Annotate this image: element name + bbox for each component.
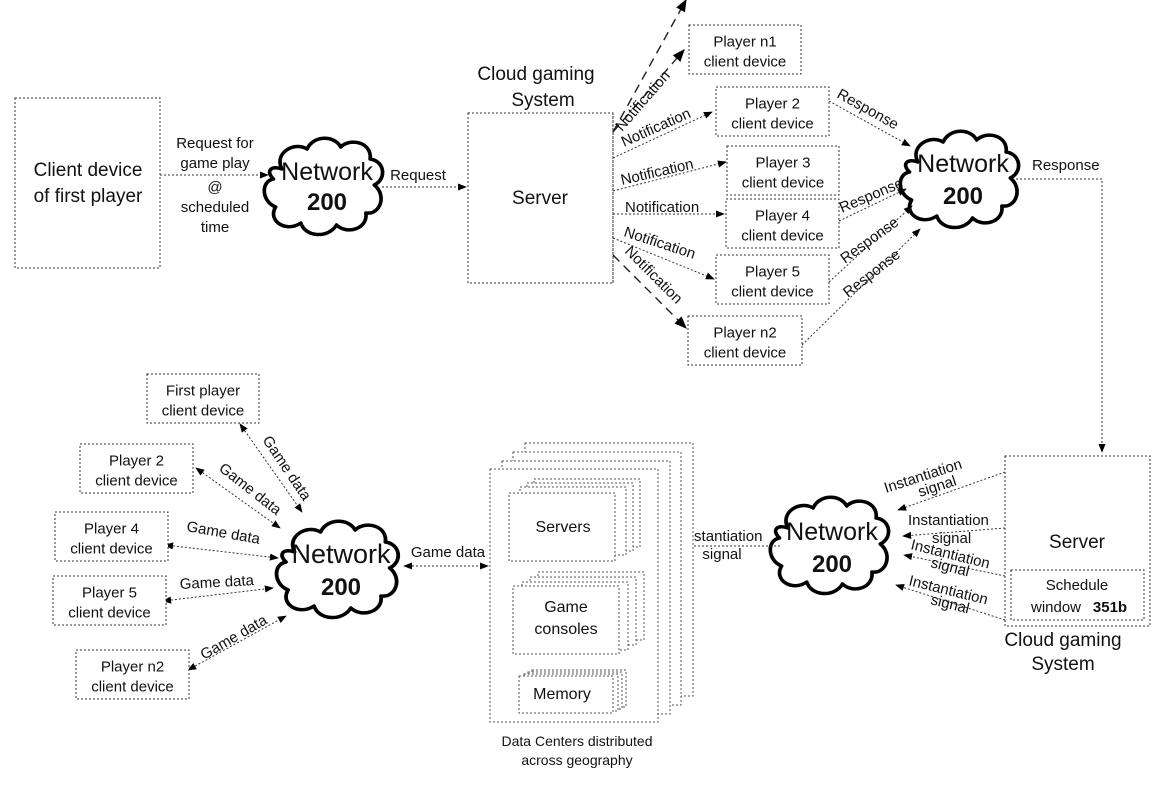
notification-label-p4: Notification <box>625 199 699 216</box>
first-client-line1: Client device <box>34 160 143 181</box>
memory-label: Memory <box>533 686 591 703</box>
network4-label: Network <box>291 539 391 569</box>
bottom-player-box-3: Player 5 client device <box>53 576 166 625</box>
network-label: Network <box>281 158 373 186</box>
bottom-player-box-2: Player 4 client device <box>55 512 168 561</box>
player-sub: client device <box>741 228 824 245</box>
data-center-caption-1: Data Centers distributed <box>502 733 653 749</box>
cloud-icon <box>900 131 1018 227</box>
request-label-3: @ <box>207 179 222 196</box>
game-data-label-p5: Game data <box>179 572 255 593</box>
cloud-gaming-bottom-title-1: Cloud gaming <box>1004 630 1121 651</box>
network-cloud-bottom-left <box>277 521 399 617</box>
game-data-label-p4: Game data <box>185 518 262 548</box>
data-center-caption-2: across geography <box>521 752 632 768</box>
player-sub: client device <box>95 473 178 490</box>
cloud-gaming-bottom-title-2: System <box>1031 654 1094 675</box>
bottom-player-box-1: Player 2 client device <box>80 444 193 493</box>
server-box-top: Server <box>468 113 613 283</box>
network2-number: 200 <box>943 183 983 210</box>
data-center-stack: Servers Game consoles Memory <box>490 443 693 722</box>
request-label-5: time <box>201 219 229 236</box>
game-data-dc-label: Game data <box>411 544 486 561</box>
player-sub: client device <box>162 403 245 420</box>
schedule-window-line2: window <box>1030 599 1081 616</box>
instantiation-labels: Instantiation signal Instantiation signa… <box>882 456 992 618</box>
top-player-box-5: Player n2 client device <box>688 316 802 365</box>
response-to-server-arrow <box>1016 179 1102 452</box>
server-box-bottom: Server Schedule window 351b <box>1005 456 1150 626</box>
player-name: Player n2 <box>101 659 164 676</box>
game-consoles-line1: Game <box>544 599 588 616</box>
game-consoles-box <box>513 586 619 654</box>
player-sub: client device <box>704 54 787 71</box>
request-label-4: scheduled <box>181 199 249 216</box>
top-player-box-1: Player 2 client device <box>716 87 829 136</box>
player-name: First player <box>166 383 240 400</box>
network2-label: Network <box>917 150 1009 178</box>
cloud-icon <box>277 521 399 617</box>
player-name: Player 4 <box>84 521 139 538</box>
player-name: Player 5 <box>745 264 800 281</box>
game-data-label-n2: Game data <box>198 611 271 663</box>
instantiation-label-2a: Instantiation <box>908 512 989 529</box>
player-name: Player n1 <box>713 34 776 51</box>
cloud-gaming-title-1: Cloud gaming <box>477 64 594 85</box>
top-player-box-4: Player 5 client device <box>716 255 829 304</box>
network-cloud-top-left <box>264 138 382 234</box>
bottom-player-box-0: First player client device <box>147 374 259 423</box>
first-player-client-box: Client device of first player <box>15 98 160 268</box>
network-number: 200 <box>307 189 347 216</box>
player-sub: client device <box>91 679 174 696</box>
server-label: Server <box>512 188 569 209</box>
player-name: Player 2 <box>745 96 800 113</box>
player-name: Player 4 <box>755 208 810 225</box>
player-name: Player 2 <box>109 453 164 470</box>
network3-number: 200 <box>812 551 852 578</box>
bottom-player-box-4: Player n2 client device <box>76 650 189 699</box>
servers-label: Servers <box>535 519 590 536</box>
player-sub: client device <box>742 175 825 192</box>
first-client-line2: of first player <box>34 186 143 207</box>
cloud-icon <box>264 138 382 234</box>
top-player-box-3: Player 4 client device <box>726 199 839 248</box>
player-sub: client device <box>731 116 814 133</box>
server-bottom-label: Server <box>1049 532 1106 553</box>
player-sub: client device <box>704 345 787 362</box>
top-player-box-2: Player 3 client device <box>727 146 839 195</box>
instantiation-dc-label-2: signal <box>702 546 741 563</box>
network-cloud-top-right <box>900 131 1018 227</box>
schedule-window-line1: Schedule <box>1046 577 1109 594</box>
player-name: Player n2 <box>713 325 776 342</box>
game-data-edge-p4 <box>165 545 278 558</box>
game-consoles-line2: consoles <box>534 621 597 638</box>
cloud-gaming-title-2: System <box>511 90 574 111</box>
request-label-2: game play <box>180 155 250 172</box>
request-label: Request for game play @ scheduled time <box>176 135 254 236</box>
network3-label: Network <box>786 518 878 546</box>
schedule-window-ref: 351b <box>1093 599 1127 616</box>
player-sub: client device <box>70 541 153 558</box>
instantiation-dc-label-1: Instantiation <box>682 528 763 545</box>
response-label-p4: Response <box>837 175 906 217</box>
notification-label-p3: Notification <box>619 156 695 189</box>
top-player-box-0: Player n1 client device <box>689 25 801 74</box>
player-name: Player 5 <box>82 585 137 602</box>
player-sub: client device <box>731 284 814 301</box>
request-to-server-label: Request <box>390 167 447 184</box>
player-name: Player 3 <box>755 155 810 172</box>
response-out-label: Response <box>1032 157 1100 174</box>
network4-number: 200 <box>321 574 361 601</box>
request-label-1: Request for <box>176 135 254 152</box>
player-sub: client device <box>68 605 151 622</box>
